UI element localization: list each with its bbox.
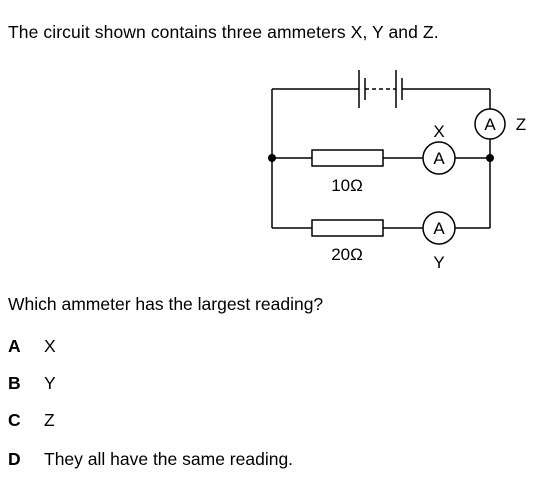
ammeter-y-symbol: A [433,219,445,238]
option-c-letter: C [8,410,21,430]
ammeter-x [422,141,456,175]
option-c-text: Z [44,410,55,430]
resistor-20-ohm [311,219,384,237]
circuit-diagram: 10Ω 20Ω A X A Y A Z [268,70,526,272]
junction-right [486,154,494,162]
option-b-letter: B [8,373,21,393]
option-d-letter: D [8,449,21,469]
ammeter-x-symbol: A [433,149,445,168]
question-prompt: Which ammeter has the largest reading? [8,294,324,314]
junction-left [268,154,276,162]
ammeter-y [422,211,456,245]
ammeter-x-label: X [433,122,444,141]
resistor-10-ohm [311,149,384,167]
question-stem: The circuit shown contains three ammeter… [8,22,439,42]
option-a-text: X [44,336,56,356]
resistor-20-label: 20Ω [331,245,363,264]
ammeter-y-label: Y [433,253,444,272]
ammeter-z [474,108,506,140]
option-d[interactable]: D They all have the same reading. [8,449,293,470]
ammeter-z-symbol: A [484,115,496,134]
ammeter-z-label: Z [516,115,526,134]
option-a-letter: A [8,336,21,356]
option-b-text: Y [44,373,56,393]
option-d-text: They all have the same reading. [44,449,294,469]
resistor-10-label: 10Ω [331,176,363,195]
